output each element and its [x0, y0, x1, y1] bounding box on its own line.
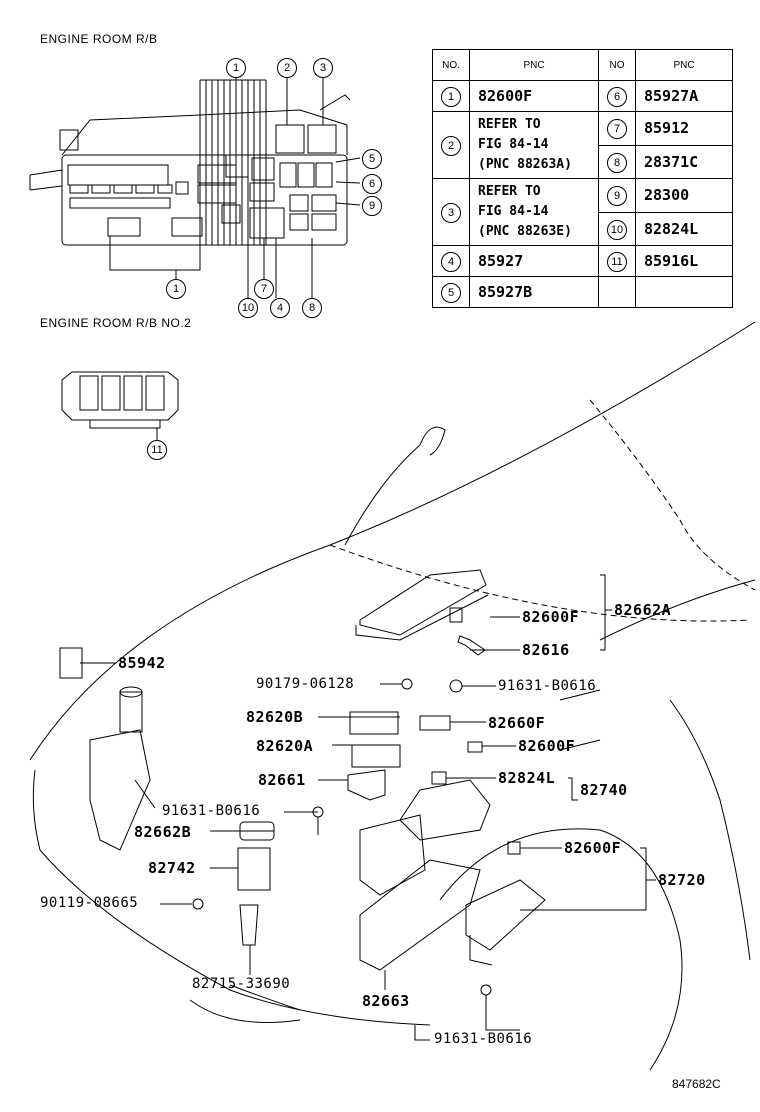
leader-lines — [80, 574, 656, 1041]
section-title-engine-room-rb-no2: ENGINE ROOM R/B NO.2 — [40, 316, 192, 330]
row-number: 1 — [441, 87, 461, 107]
table-row: 1 82600F 6 85927A — [432, 80, 733, 112]
part-label-85942: 85942 — [118, 654, 166, 672]
part-label-91631-b0616-a: 91631-B0616 — [498, 678, 597, 694]
table-row: 8 28371C — [433, 144, 733, 179]
callout-6: 6 — [362, 174, 382, 194]
part-label-82720: 82720 — [658, 871, 706, 889]
header-no-right: NO — [598, 49, 636, 81]
row-number: 10 — [607, 219, 627, 240]
row-number: 8 — [607, 152, 627, 173]
callout-7: 7 — [254, 279, 274, 299]
pnc-value-multiline: REFER TO FIG 84-14 (PNC 88263A) — [469, 111, 599, 179]
callout-5: 5 — [362, 149, 382, 169]
table-header-row: NO. PNC NO PNC — [432, 49, 733, 81]
pnc-value: 85927B — [469, 276, 599, 308]
pnc-value: 28300 — [635, 178, 733, 213]
pnc-value-multiline: REFER TO FIG 84-14 (PNC 88263E) — [469, 178, 599, 246]
header-pnc-right: PNC — [635, 49, 733, 81]
part-label-82600f-low: 82600F — [564, 839, 622, 857]
pnc-value: 28371C — [635, 144, 733, 179]
row-number: 9 — [607, 186, 627, 207]
callout-1-top: 1 — [226, 58, 246, 78]
callout-3: 3 — [313, 58, 333, 78]
row-number: 11 — [607, 252, 627, 272]
part-label-82740: 82740 — [580, 781, 628, 799]
pnc-line: (PNC 88263E) — [478, 224, 572, 239]
diagram-id: 847682C — [672, 1077, 721, 1091]
part-label-82600f-top: 82600F — [522, 608, 580, 626]
part-label-82616: 82616 — [522, 641, 570, 659]
part-label-82600f-mid: 82600F — [518, 737, 576, 755]
empty-cell — [635, 276, 733, 308]
pnc-line: REFER TO — [478, 184, 541, 199]
pnc-line: FIG 84-14 — [478, 137, 549, 152]
part-label-82742: 82742 — [148, 859, 196, 877]
row-number: 3 — [441, 203, 461, 223]
pnc-reference-table: NO. PNC NO PNC 1 82600F 6 85927A 2 REFER… — [432, 49, 733, 308]
pnc-line: (PNC 88263A) — [478, 157, 572, 172]
table-row: 5 85927B — [432, 276, 733, 308]
empty-cell — [598, 276, 636, 308]
pnc-value: 85912 — [635, 111, 733, 146]
table-row: 4 85927 11 85916L — [432, 245, 733, 277]
part-label-82715-33690: 82715-33690 — [192, 976, 291, 992]
part-label-90179-06128: 90179-06128 — [256, 676, 355, 692]
part-label-82620a: 82620A — [256, 737, 314, 755]
row-number: 5 — [441, 283, 461, 303]
pnc-value: 85916L — [635, 245, 733, 277]
header-no-left: NO. — [432, 49, 470, 81]
row-number: 4 — [441, 252, 461, 272]
part-label-90119-08665: 90119-08665 — [40, 895, 139, 911]
callout-10: 10 — [238, 298, 258, 318]
parts-drawing — [59, 569, 546, 996]
row-number: 2 — [441, 136, 461, 156]
engine-room-rb-no2-drawing — [61, 371, 179, 440]
table-row: 2 REFER TO FIG 84-14 (PNC 88263A) 7 8591… — [432, 111, 733, 179]
part-label-82660f: 82660F — [488, 714, 546, 732]
part-label-82620b: 82620B — [246, 708, 304, 726]
part-label-91631-b0616-c: 91631-B0616 — [434, 1031, 533, 1047]
callout-4: 4 — [270, 298, 290, 318]
pnc-value: 85927 — [469, 245, 599, 277]
callout-8: 8 — [302, 298, 322, 318]
header-pnc-left: PNC — [469, 49, 599, 81]
callout-1-bottom: 1 — [166, 279, 186, 299]
section-title-engine-room-rb: ENGINE ROOM R/B — [40, 32, 158, 46]
callout-9: 9 — [362, 196, 382, 216]
part-label-82661: 82661 — [258, 771, 306, 789]
vehicle-body-outline — [29, 321, 756, 1071]
table-row: 3 REFER TO FIG 84-14 (PNC 88263E) 9 2830… — [432, 178, 733, 246]
row-number: 7 — [607, 119, 627, 140]
table-row: 10 82824L — [433, 211, 733, 246]
part-label-82662b: 82662B — [134, 823, 192, 841]
pnc-value: 82600F — [469, 80, 599, 112]
part-label-82824l: 82824L — [498, 769, 556, 787]
pnc-value: 82824L — [635, 211, 733, 246]
pnc-line: REFER TO — [478, 117, 541, 132]
callout-11: 11 — [147, 440, 167, 460]
pnc-line: FIG 84-14 — [478, 204, 549, 219]
part-label-82663: 82663 — [362, 992, 410, 1010]
part-label-82662a: 82662A — [614, 601, 672, 619]
pnc-value: 85927A — [635, 80, 733, 112]
engine-room-relay-block-drawing — [29, 60, 361, 298]
callout-2: 2 — [277, 58, 297, 78]
part-label-91631-b0616-b: 91631-B0616 — [162, 803, 261, 819]
row-number: 6 — [607, 87, 627, 107]
